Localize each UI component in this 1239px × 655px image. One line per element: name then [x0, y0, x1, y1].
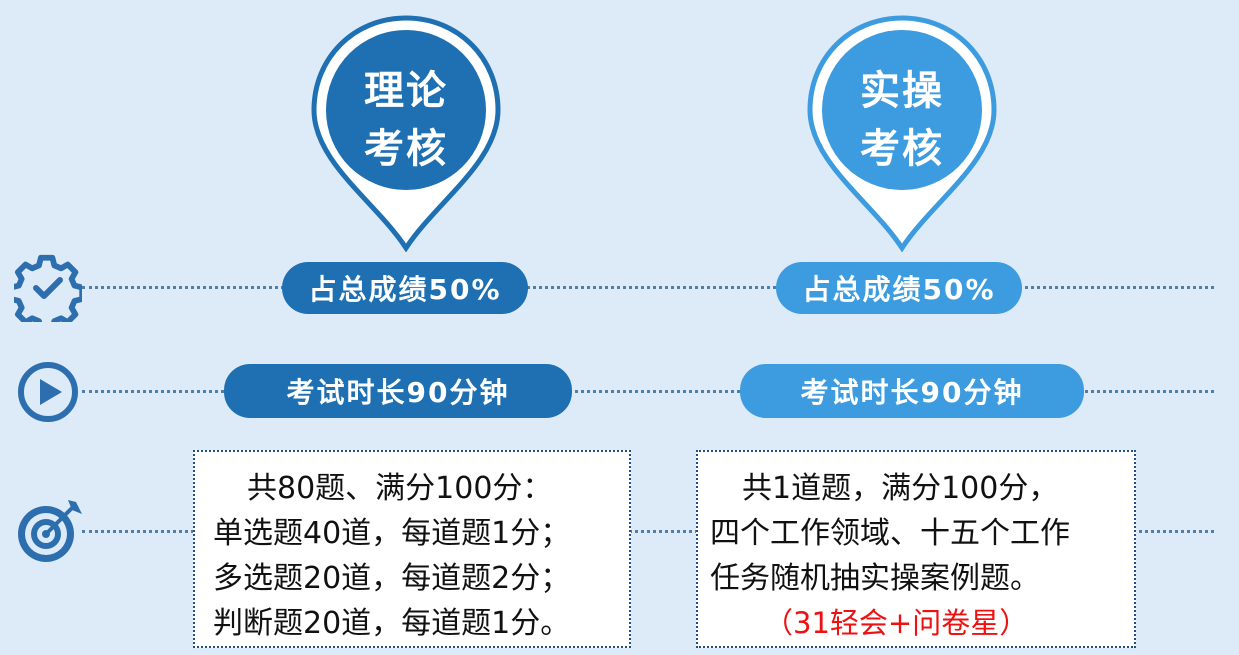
practice-pin-line2: 考核	[860, 126, 944, 172]
row2-dotted-line	[82, 390, 1214, 393]
theory-detail-line: 判断题20道，每道题1分。	[213, 606, 571, 641]
practice-detail-line: 四个工作领域、十五个工作	[710, 516, 1070, 551]
theory-detail-line: 多选题20道，每道题2分；	[213, 561, 571, 596]
practice-detail-line: 共1道题，满分100分，	[742, 471, 1059, 506]
theory-pin-line2: 考核	[364, 126, 448, 172]
theory-pin-marker: 理论 考核	[306, 12, 506, 252]
gear-check-icon	[14, 254, 82, 322]
row1-dotted-line	[82, 286, 1214, 289]
theory-detail-line: 单选题40道，每道题1分；	[213, 516, 571, 551]
practice-pin-marker: 实操 考核	[802, 12, 1002, 252]
theory-weight-pill: 占总成绩50%	[282, 262, 528, 314]
practice-detail-line: 任务随机抽实操案例题。	[710, 561, 1040, 596]
play-circle-icon	[18, 362, 78, 422]
practice-pin-line1: 实操	[860, 68, 944, 114]
theory-details-box: 共80题、满分100分： 单选题40道，每道题1分； 多选题20道，每道题2分；…	[193, 450, 631, 648]
practice-details-box: 共1道题，满分100分， 四个工作领域、十五个工作 任务随机抽实操案例题。 （3…	[696, 450, 1136, 648]
theory-detail-line: 共80题、满分100分：	[247, 471, 553, 506]
target-arrow-icon	[18, 500, 82, 562]
theory-pin-line1: 理论	[364, 68, 448, 114]
practice-duration-pill: 考试时长90分钟	[740, 364, 1084, 418]
theory-duration-pill: 考试时长90分钟	[224, 364, 572, 418]
practice-note: （31轻会+问卷星）	[764, 606, 1029, 640]
practice-weight-pill: 占总成绩50%	[776, 262, 1022, 314]
row3-dotted-line	[82, 530, 1214, 533]
